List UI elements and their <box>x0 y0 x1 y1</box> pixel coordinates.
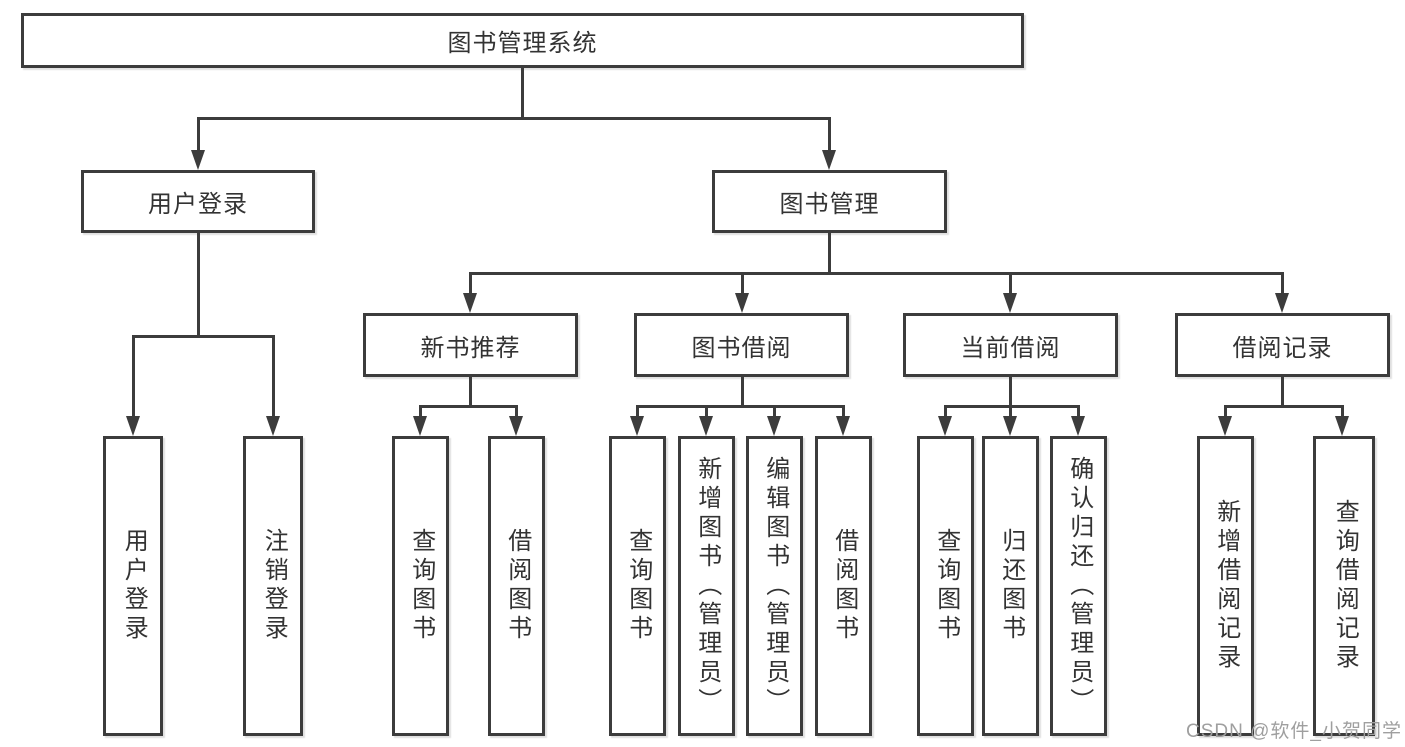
leaf-user-login-label: 用户登录 <box>120 528 148 644</box>
arrow-down-icon <box>1218 416 1232 436</box>
arrow-down-icon <box>509 416 523 436</box>
node-current-borrow: 当前借阅 <box>903 313 1118 377</box>
node-root: 图书管理系统 <box>21 13 1024 68</box>
connector-line <box>197 117 200 154</box>
connector-line <box>636 405 844 408</box>
arrow-down-icon <box>1071 416 1085 436</box>
leaf-query-borrow-record: 查询借阅记录 <box>1313 436 1375 736</box>
arrow-down-icon <box>822 150 836 170</box>
leaf-recommend-query-books-label: 查询图书 <box>407 528 435 644</box>
connector-line <box>828 117 831 154</box>
arrow-down-icon <box>413 416 427 436</box>
arrow-down-icon <box>1003 293 1017 313</box>
connector-line <box>469 272 1283 275</box>
arrow-down-icon <box>463 293 477 313</box>
connector-line <box>469 377 472 408</box>
node-book-borrow: 图书借阅 <box>634 313 849 377</box>
leaf-return-books-label: 归还图书 <box>997 528 1025 644</box>
connector-line <box>705 405 708 420</box>
connector-line <box>773 405 776 420</box>
leaf-add-borrow-record: 新增借阅记录 <box>1197 436 1254 736</box>
leaf-current-query-books: 查询图书 <box>917 436 974 736</box>
connector-line <box>515 405 518 420</box>
connector-line <box>636 405 639 420</box>
leaf-add-books-admin: 新增图书（管理员） <box>678 436 735 736</box>
node-borrow-records-label: 借阅记录 <box>1232 334 1333 362</box>
leaf-borrow-query-books-label: 查询图书 <box>624 528 652 644</box>
connector-line <box>132 335 275 338</box>
leaf-confirm-return-admin-label: 确认归还（管理员） <box>1065 455 1093 717</box>
node-book-management-label: 图书管理 <box>779 191 880 218</box>
leaf-borrow-query-books: 查询图书 <box>609 436 666 736</box>
arrow-down-icon <box>1003 416 1017 436</box>
connector-line <box>1281 272 1284 296</box>
csdn-watermark: CSDN @软件_小贺同学 <box>1186 721 1402 742</box>
leaf-recommend-borrow-books: 借阅图书 <box>488 436 545 736</box>
connector-line <box>1009 377 1012 408</box>
leaf-return-books: 归还图书 <box>982 436 1039 736</box>
node-user-login: 用户登录 <box>81 170 315 233</box>
connector-line <box>1077 405 1080 420</box>
arrow-down-icon <box>699 416 713 436</box>
leaf-recommend-borrow-books-label: 借阅图书 <box>503 528 531 644</box>
connector-line <box>1009 405 1012 420</box>
leaf-current-query-books-label: 查询图书 <box>932 528 960 644</box>
leaf-borrow-borrow-books: 借阅图书 <box>815 436 872 736</box>
connector-line <box>741 272 744 296</box>
arrow-down-icon <box>191 150 205 170</box>
arrow-down-icon <box>630 416 644 436</box>
node-current-borrow-label: 当前借阅 <box>960 334 1061 362</box>
arrow-down-icon <box>266 416 280 436</box>
connector-line <box>419 405 517 408</box>
connector-line <box>272 335 275 419</box>
connector-line <box>1224 405 1343 408</box>
leaf-add-borrow-record-label: 新增借阅记录 <box>1212 499 1240 673</box>
connector-line <box>828 233 831 275</box>
leaf-borrow-borrow-books-label: 借阅图书 <box>830 528 858 644</box>
node-new-book-recommend: 新书推荐 <box>363 313 578 377</box>
leaf-logout-label: 注销登录 <box>260 528 288 644</box>
arrow-down-icon <box>836 416 850 436</box>
connector-line <box>1224 405 1227 420</box>
arrow-down-icon <box>1335 416 1349 436</box>
leaf-add-books-admin-label: 新增图书（管理员） <box>693 455 721 717</box>
connector-line <box>132 335 135 419</box>
connector-line <box>741 377 744 408</box>
connector-line <box>842 405 845 420</box>
connector-line <box>944 405 947 420</box>
node-book-borrow-label: 图书借阅 <box>691 334 792 362</box>
arrow-down-icon <box>938 416 952 436</box>
connector-line <box>521 68 524 120</box>
arrow-down-icon <box>126 416 140 436</box>
node-root-label: 图书管理系统 <box>447 30 598 57</box>
node-new-book-recommend-label: 新书推荐 <box>420 334 521 362</box>
connector-line <box>419 405 422 420</box>
leaf-user-login: 用户登录 <box>103 436 163 736</box>
connector-line <box>197 233 200 338</box>
connector-line <box>197 117 831 120</box>
leaf-confirm-return-admin: 确认归还（管理员） <box>1050 436 1107 736</box>
leaf-query-borrow-record-label: 查询借阅记录 <box>1331 499 1359 673</box>
node-book-management: 图书管理 <box>712 170 947 233</box>
leaf-recommend-query-books: 查询图书 <box>392 436 449 736</box>
arrow-down-icon <box>767 416 781 436</box>
leaf-edit-books-admin: 编辑图书（管理员） <box>746 436 803 736</box>
leaf-edit-books-admin-label: 编辑图书（管理员） <box>761 455 789 717</box>
connector-line <box>1009 272 1012 296</box>
arrow-down-icon <box>1275 293 1289 313</box>
node-borrow-records: 借阅记录 <box>1175 313 1390 377</box>
arrow-down-icon <box>735 293 749 313</box>
connector-line <box>1281 377 1284 408</box>
node-user-login-label: 用户登录 <box>148 191 248 218</box>
leaf-logout: 注销登录 <box>243 436 303 736</box>
connector-line <box>469 272 472 296</box>
connector-line <box>1341 405 1344 420</box>
